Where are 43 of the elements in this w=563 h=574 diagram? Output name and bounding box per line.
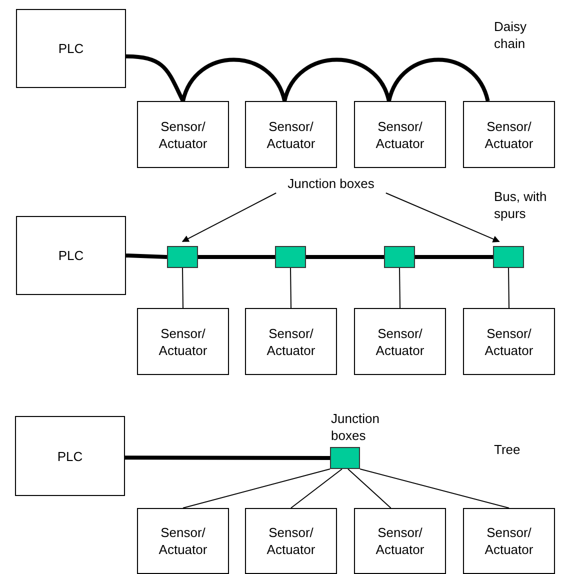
bus-cable: [306, 255, 384, 259]
junction-box: [275, 246, 306, 268]
device-box: Sensor/ Actuator: [137, 508, 229, 574]
topology-label: Tree: [494, 441, 522, 458]
plc-box: PLC: [16, 216, 126, 295]
device-box: Sensor/ Actuator: [463, 101, 555, 168]
device-box: Sensor/ Actuator: [245, 101, 337, 168]
branch-line: [348, 468, 392, 508]
device-box: Sensor/ Actuator: [245, 508, 337, 574]
device-box: Sensor/ Actuator: [463, 508, 555, 574]
spur-line: [399, 268, 400, 308]
device-box: Sensor/ Actuator: [354, 308, 446, 375]
branch-line: [360, 468, 510, 508]
trunk-cable: [125, 456, 330, 460]
junction-caption: Junction boxes: [331, 410, 380, 444]
junction-box: [493, 246, 524, 268]
topology-label: Daisy chain: [494, 18, 528, 52]
spur-line: [290, 268, 292, 308]
junction-box: [167, 246, 198, 268]
spur-line: [182, 268, 184, 308]
daisy-chain-cable: [126, 54, 185, 102]
callout-text: Junction boxes: [270, 173, 392, 193]
bus-cable: [415, 255, 493, 259]
bus-cable: [126, 254, 168, 259]
device-box: Sensor/ Actuator: [354, 508, 446, 574]
daisy-chain-cable: [282, 58, 391, 102]
junction-box: [384, 246, 415, 268]
daisy-chain-cable: [387, 58, 490, 102]
device-box: Sensor/ Actuator: [354, 101, 446, 168]
plc-box: PLC: [15, 416, 125, 496]
leader-line: [385, 192, 500, 242]
device-box: Sensor/ Actuator: [245, 308, 337, 375]
leader-line: [182, 192, 277, 242]
device-box: Sensor/ Actuator: [137, 101, 229, 168]
daisy-chain-cable: [181, 58, 286, 102]
bus-cable: [198, 255, 275, 259]
plc-box: PLC: [16, 9, 126, 88]
branch-line: [182, 468, 330, 508]
spur-line: [508, 268, 510, 308]
branch-line: [290, 468, 342, 508]
topology-label: Bus, with spurs: [494, 188, 548, 222]
device-box: Sensor/ Actuator: [463, 308, 555, 375]
device-box: Sensor/ Actuator: [137, 308, 229, 375]
